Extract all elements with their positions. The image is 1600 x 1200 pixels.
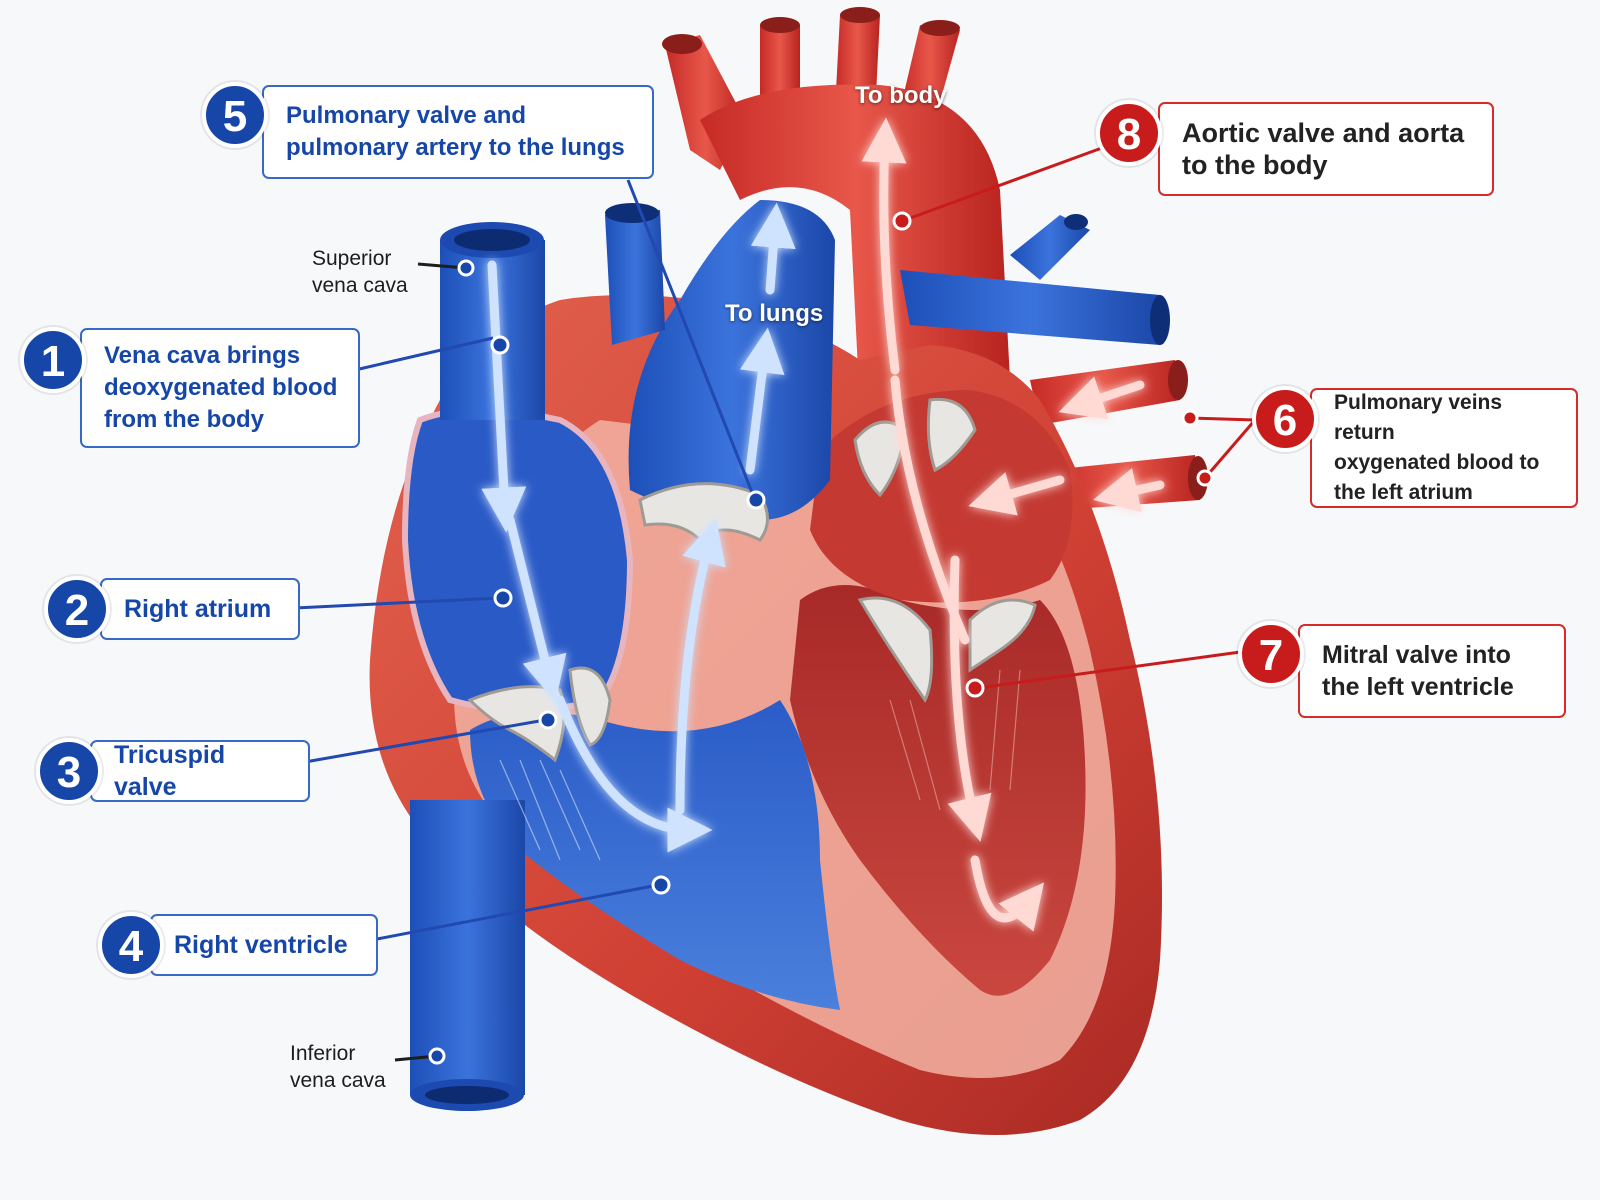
- callout-1-badge: 1: [20, 327, 86, 393]
- callout-tricuspid-valve: Tricuspid valve: [90, 740, 310, 802]
- chordae: [499, 759, 601, 861]
- circle-dot-icon: [428, 211, 1214, 1065]
- pulmonary-artery: [628, 200, 835, 520]
- callout-7-text: Mitral valve into the left ventricle: [1322, 641, 1514, 701]
- callout-6-badge: 6: [1252, 386, 1318, 452]
- to-lungs-label: To lungs: [725, 300, 824, 327]
- callout-5-text: Pulmonary valve and pulmonary artery to …: [286, 102, 625, 161]
- callout-7-badge: 7: [1238, 621, 1304, 687]
- callout-right-atrium: Right atrium: [100, 578, 300, 640]
- callout-2-text: Right atrium: [124, 595, 272, 623]
- callout-6-text: Pulmonary veins return oxygenated blood …: [1334, 391, 1540, 504]
- pulmonary-artery-branch: [900, 270, 1160, 345]
- callout-mitral-valve: Mitral valve into the left ventricle: [1298, 624, 1566, 718]
- callout-pulmonary-valve: Pulmonary valve and pulmonary artery to …: [262, 85, 654, 179]
- callout-3-text: Tricuspid valve: [114, 741, 226, 801]
- callout-1-text: Vena cava brings deoxygenated blood from…: [104, 342, 338, 433]
- leader-lines: [294, 143, 1257, 1062]
- callout-right-ventricle: Right ventricle: [150, 914, 378, 976]
- callout-aortic-valve: Aortic valve and aorta to the body: [1158, 102, 1494, 196]
- callout-pulmonary-veins: Pulmonary veins return oxygenated blood …: [1310, 388, 1578, 508]
- callout-4-text: Right ventricle: [174, 931, 348, 959]
- right-ventricle-chamber: [470, 700, 840, 1010]
- oxygenated-flow-arrows: [861, 117, 1165, 932]
- callout-8-text: Aortic valve and aorta to the body: [1182, 118, 1465, 180]
- inferior-vena-cava-label: Inferior vena cava: [290, 1042, 386, 1092]
- callout-5-badge: 5: [202, 82, 268, 148]
- callout-2-badge: 2: [44, 576, 110, 642]
- callout-8-badge: 8: [1096, 100, 1162, 166]
- to-body-label: To body: [855, 82, 947, 109]
- valves: [467, 397, 1037, 763]
- callout-4-badge: 4: [98, 912, 164, 978]
- callout-3-badge: 3: [36, 738, 102, 804]
- superior-vena-cava-label: Superior vena cava: [312, 247, 408, 297]
- aorta: [662, 7, 1010, 410]
- callout-vena-cava: Vena cava brings deoxygenated blood from…: [80, 328, 360, 448]
- deoxygenated-flow-arrows: [481, 202, 796, 853]
